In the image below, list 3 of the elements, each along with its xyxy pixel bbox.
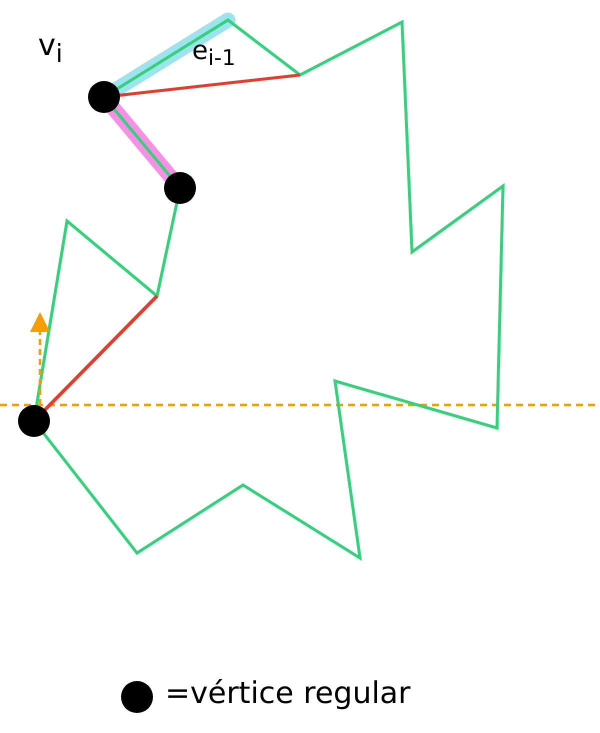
legend-text: =vértice regular	[165, 676, 411, 711]
edge-name-text: e$_{i-1}$	[192, 36, 236, 72]
vertex-name-text: v$_{i}$	[38, 28, 63, 68]
